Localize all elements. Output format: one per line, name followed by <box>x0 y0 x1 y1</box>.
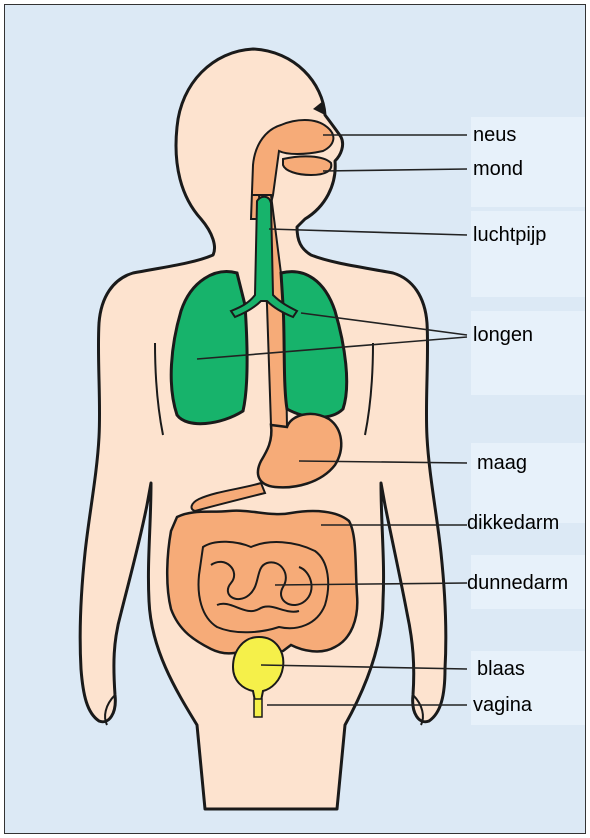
label-dikkedarm: dikkedarm <box>467 511 559 535</box>
small-intestine <box>199 542 329 633</box>
leader-line-mond <box>323 169 467 171</box>
diagram-frame: neus mond luchtpijp longen maag dikkedar… <box>4 4 586 834</box>
label-maag: maag <box>477 451 527 475</box>
label-longen: longen <box>473 323 533 347</box>
label-neus: neus <box>473 123 516 147</box>
label-vagina: vagina <box>473 693 532 717</box>
vagina-shape <box>254 699 262 717</box>
label-blaas: blaas <box>477 657 525 681</box>
label-luchtpijp: luchtpijp <box>473 223 546 247</box>
label-mond: mond <box>473 157 523 181</box>
label-dunnedarm: dunnedarm <box>467 571 568 595</box>
mouth-cavity <box>283 156 331 175</box>
